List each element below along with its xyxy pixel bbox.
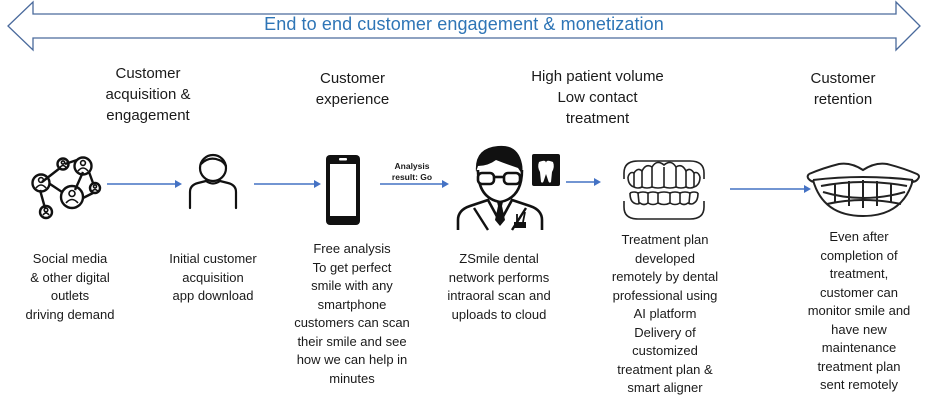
desc-line: app download xyxy=(172,288,254,303)
arrow-label-line: Analysis xyxy=(394,161,430,171)
desc-line: smile with any xyxy=(311,278,393,293)
stage-title-line: treatment xyxy=(565,110,630,127)
desc-line: their smile and see xyxy=(297,333,407,349)
step-description-social: Social media & other digital outlets dri… xyxy=(10,250,130,324)
smile-icon xyxy=(806,162,920,218)
desc-line: minutes xyxy=(329,370,375,386)
analysis-result-label: Analysis result: Go xyxy=(376,161,448,183)
desc-line: smart aligner xyxy=(627,380,703,395)
smartphone-icon xyxy=(326,155,360,225)
stage-title-line: experience xyxy=(315,91,390,108)
desc-line: customers can scan xyxy=(294,315,410,330)
desc-line: Initial customer xyxy=(169,251,257,266)
stage-title-experience: Customer experience xyxy=(300,68,405,110)
desc-line: ZSmile dental xyxy=(459,251,539,266)
desc-line: Treatment plan xyxy=(621,232,709,247)
step-description-free-analysis: Free analysis To get perfect smile with … xyxy=(286,240,418,388)
step-description-acquisition: Initial customer acquisition app downloa… xyxy=(153,250,273,306)
stage-title-retention: Customer retention xyxy=(792,68,894,110)
desc-line: customer can xyxy=(819,284,899,300)
end-to-end-banner-arrow xyxy=(7,0,921,52)
user-icon xyxy=(188,153,238,210)
desc-line: driving demand xyxy=(25,306,115,322)
stage-title-line: Customer xyxy=(319,70,386,87)
desc-line: customized xyxy=(632,343,698,358)
desc-line: smartphone xyxy=(317,296,387,312)
desc-line: professional using xyxy=(612,287,718,303)
double-arrow-shape xyxy=(7,0,921,52)
desc-line: sent remotely xyxy=(819,377,899,392)
desc-line: To get perfect xyxy=(312,259,392,275)
desc-line: Even after xyxy=(829,229,889,244)
flow-arrow-1 xyxy=(107,180,182,188)
desc-line: intraoral scan and xyxy=(447,288,551,303)
desc-line: treatment plan xyxy=(817,358,901,374)
desc-line: uploads to cloud xyxy=(451,306,547,322)
desc-line: & other digital xyxy=(30,269,110,285)
stage-title-line: High patient volume xyxy=(531,68,664,85)
step-description-treatment-plan: Treatment plan developed remotely by den… xyxy=(599,231,731,398)
arrow-label-line: result: Go xyxy=(391,172,433,182)
dentist-icon xyxy=(456,145,560,231)
desc-line: Delivery of xyxy=(634,324,696,340)
stage-title-line: Customer xyxy=(115,65,181,82)
desc-line: monitor smile and xyxy=(807,303,911,318)
desc-line: acquisition xyxy=(182,269,244,285)
stage-title-acquisition: Customer acquisition & engagement xyxy=(88,63,208,126)
step-description-zsmile: ZSmile dental network performs intraoral… xyxy=(433,250,565,324)
flow-arrow-2 xyxy=(254,180,321,188)
desc-line: outlets xyxy=(50,288,90,303)
stage-title-line: Low contact xyxy=(557,89,638,106)
stage-title-line: retention xyxy=(813,91,873,108)
step-description-retention: Even after completion of treatment, cust… xyxy=(793,228,925,395)
stage-title-line: Customer xyxy=(810,70,876,87)
desc-line: Free analysis xyxy=(313,241,391,256)
desc-line: treatment, xyxy=(829,266,889,281)
desc-line: Social media xyxy=(32,251,108,266)
desc-line: completion of xyxy=(820,247,898,263)
dentures-icon xyxy=(623,160,705,220)
flow-arrow-4 xyxy=(566,178,601,186)
desc-line: network performs xyxy=(448,269,550,285)
desc-line: maintenance xyxy=(821,340,897,355)
desc-line: AI platform xyxy=(633,306,697,321)
stage-title-high-volume: High patient volume Low contact treatmen… xyxy=(515,66,680,129)
desc-line: treatment plan & xyxy=(617,361,713,377)
stage-title-line: acquisition & xyxy=(105,86,191,103)
stage-title-line: engagement xyxy=(106,107,190,124)
flow-arrow-3 xyxy=(380,180,449,188)
desc-line: remotely by dental xyxy=(611,269,719,284)
desc-line: developed xyxy=(635,250,695,266)
banner-title: End to end customer engagement & monetiz… xyxy=(264,14,664,34)
social-network-icon xyxy=(31,156,102,220)
desc-line: have new xyxy=(831,321,887,337)
desc-line: how we can help in xyxy=(296,352,408,367)
flow-arrow-5 xyxy=(730,185,811,193)
